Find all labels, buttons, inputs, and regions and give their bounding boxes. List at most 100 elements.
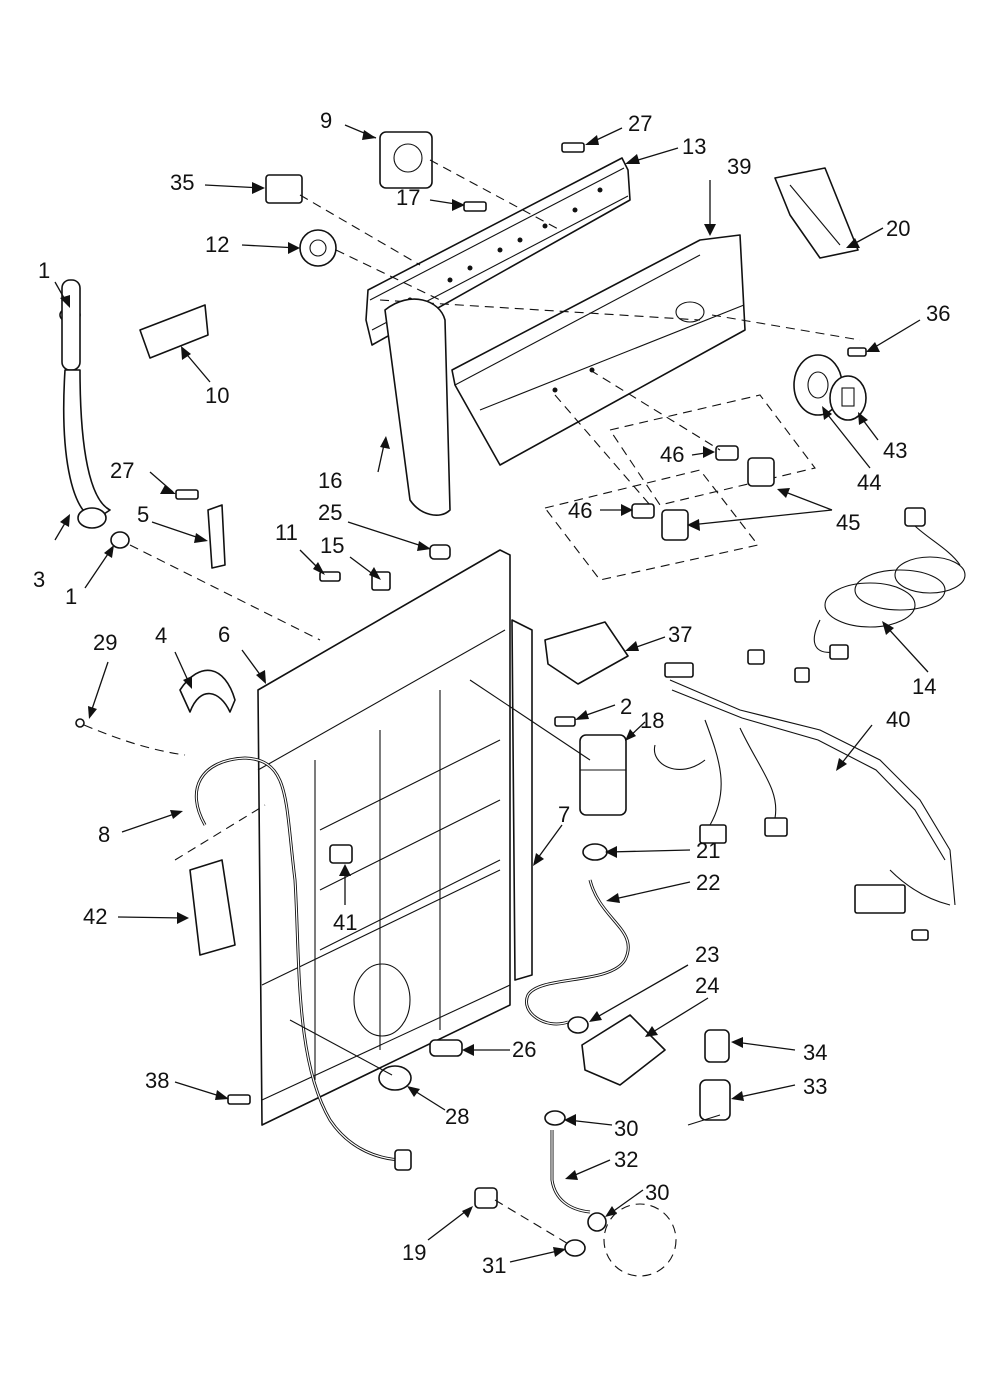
callout-10: 10 xyxy=(205,383,229,408)
part-39-console xyxy=(379,234,746,466)
pump-outline xyxy=(603,1203,677,1277)
part-27-screw-left xyxy=(175,489,199,500)
callout-40: 40 xyxy=(886,707,910,732)
callout-17: 17 xyxy=(396,185,420,210)
callout-26: 26 xyxy=(512,1037,536,1062)
part-38-screw xyxy=(227,1094,251,1105)
callout-6: 6 xyxy=(218,622,230,647)
callout-41: 41 xyxy=(333,910,357,935)
callout-29: 29 xyxy=(93,630,117,655)
part-21-washer xyxy=(582,843,608,861)
callout-14: 14 xyxy=(912,674,936,699)
callout-46-upper: 46 xyxy=(660,442,684,467)
part-14-power-cord xyxy=(813,507,966,660)
callout-33: 33 xyxy=(803,1074,827,1099)
part-9-timer xyxy=(379,131,561,231)
callout-22: 22 xyxy=(696,870,720,895)
part-5-lever xyxy=(207,504,226,569)
part-37-shield xyxy=(544,621,629,685)
callout-11: 11 xyxy=(275,520,298,545)
callout-35: 35 xyxy=(170,170,194,195)
callout-1-bottom: 1 xyxy=(65,584,77,609)
part-1-washer-bottom xyxy=(110,531,130,549)
part-40-wire-harness xyxy=(653,649,956,941)
callout-25: 25 xyxy=(318,500,342,525)
callout-1-top: 1 xyxy=(38,258,50,283)
part-36-screw xyxy=(847,347,867,357)
callout-46-lower: 46 xyxy=(568,498,592,523)
part-43-knob xyxy=(829,375,867,421)
part-25-clip xyxy=(429,544,451,560)
part-28-clamp xyxy=(378,1065,412,1091)
part-17-screw xyxy=(463,201,487,212)
callout-4: 4 xyxy=(155,623,167,648)
part-31-clamp xyxy=(564,1239,586,1257)
callout-38: 38 xyxy=(145,1068,169,1093)
part-29-tie xyxy=(75,718,186,756)
part-26-plug xyxy=(429,1039,463,1057)
part-22-hose xyxy=(525,879,630,1026)
callout-13: 13 xyxy=(682,134,706,159)
callout-labels: 1 1 2 3 4 5 6 7 8 9 10 11 12 13 14 15 16… xyxy=(33,108,950,1278)
hose-alignment-line xyxy=(129,544,321,641)
part-4-cover xyxy=(179,669,236,713)
callout-20: 20 xyxy=(886,216,910,241)
part-20-end-cap xyxy=(774,167,859,259)
part-18-valve xyxy=(579,734,627,816)
part-16-cover xyxy=(384,298,451,516)
clamp-alignment-line xyxy=(289,1019,393,1076)
part-19-clip xyxy=(474,1187,571,1246)
callout-8: 8 xyxy=(98,822,110,847)
part-27-screw-top xyxy=(561,142,585,153)
part-41-clip xyxy=(329,844,353,864)
part-3-inlet-hose xyxy=(61,279,111,529)
callout-34: 34 xyxy=(803,1040,827,1065)
callout-3: 3 xyxy=(33,567,45,592)
part-11-screw xyxy=(319,571,341,582)
part-24-pump-bracket xyxy=(581,1014,666,1086)
callout-39: 39 xyxy=(727,154,751,179)
callout-30-bottom: 30 xyxy=(645,1180,669,1205)
part-34-capacitor xyxy=(704,1029,730,1063)
part-30-clamp-bottom xyxy=(587,1212,607,1232)
callout-15: 15 xyxy=(320,533,344,558)
callout-30-top: 30 xyxy=(614,1116,638,1141)
part-2-screw xyxy=(554,716,576,727)
part-32-hose xyxy=(550,1130,591,1214)
part-42-clamp xyxy=(189,859,236,956)
callout-43: 43 xyxy=(883,438,907,463)
callout-31: 31 xyxy=(482,1253,506,1278)
callout-28: 28 xyxy=(445,1104,469,1129)
callout-37: 37 xyxy=(668,622,692,647)
part-7-side-rail xyxy=(511,619,533,981)
callout-12: 12 xyxy=(205,232,229,257)
callout-24: 24 xyxy=(695,973,719,998)
valve-alignment-line xyxy=(469,679,591,761)
callout-7: 7 xyxy=(558,802,570,827)
part-35-switch xyxy=(265,174,421,266)
callout-leaders xyxy=(54,124,929,1263)
part-45-buttons-area xyxy=(544,369,816,581)
part-33-pump-motor xyxy=(687,1079,731,1126)
part-30-clamp-top xyxy=(544,1110,566,1126)
callout-5: 5 xyxy=(137,502,149,527)
callout-27-top: 27 xyxy=(628,111,652,136)
callout-44: 44 xyxy=(857,470,881,495)
part-8-drain-hose xyxy=(194,756,412,1171)
callout-27-left: 27 xyxy=(110,458,134,483)
callout-19: 19 xyxy=(402,1240,426,1265)
knob-alignment-line xyxy=(711,314,861,341)
hose-guide-line xyxy=(174,804,266,861)
part-6-cabinet-panel xyxy=(257,549,511,1126)
part-23-clamp xyxy=(567,1016,589,1034)
callout-23: 23 xyxy=(695,942,719,967)
callout-21: 21 xyxy=(696,838,720,863)
callout-45: 45 xyxy=(836,510,860,535)
callout-2: 2 xyxy=(620,694,632,719)
callout-36: 36 xyxy=(926,301,950,326)
callout-42: 42 xyxy=(83,904,107,929)
callout-16: 16 xyxy=(318,468,342,493)
part-10-bracket xyxy=(139,304,209,359)
callout-9: 9 xyxy=(320,108,332,133)
